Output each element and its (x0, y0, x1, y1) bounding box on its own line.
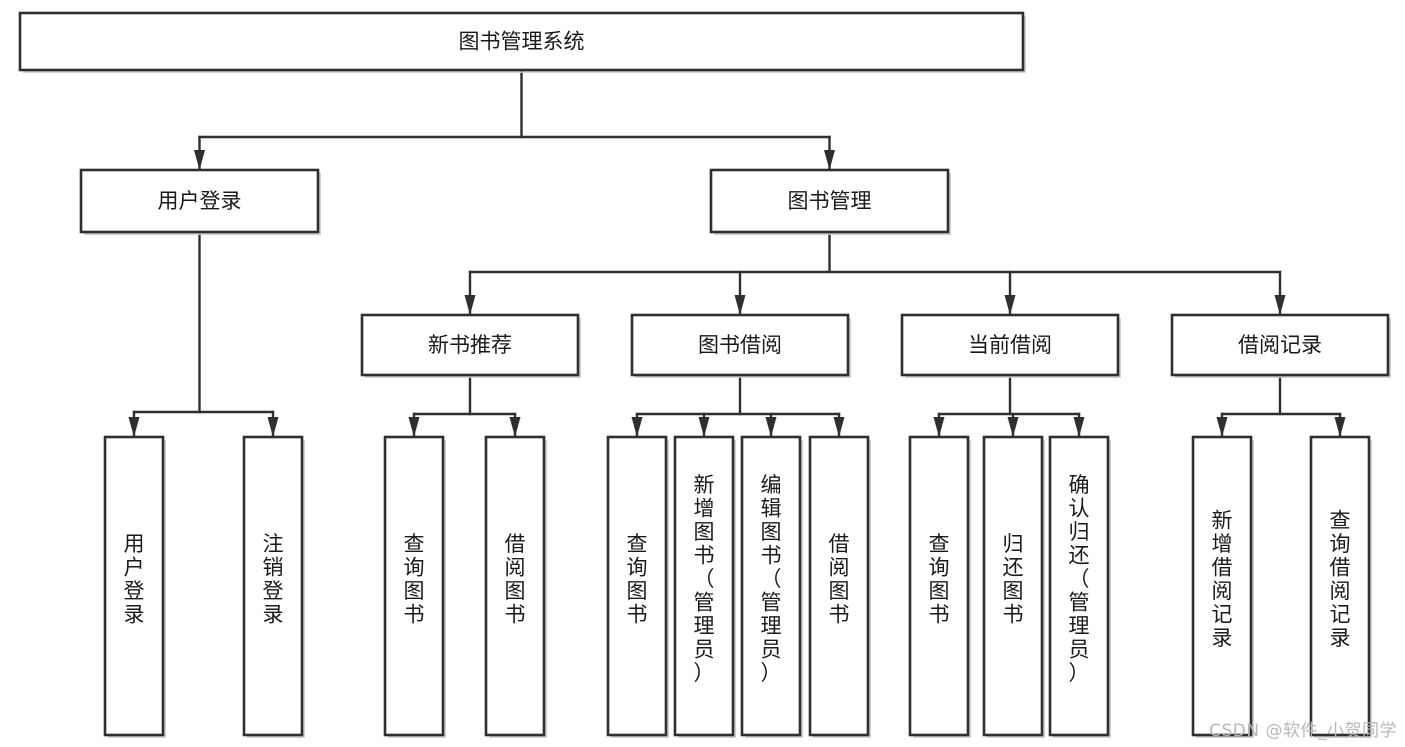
node-box[interactable] (484, 435, 546, 737)
node-box[interactable] (383, 435, 445, 737)
node-label: 归还图书 (1003, 532, 1024, 627)
node-label: 借阅图书 (829, 532, 850, 627)
node-label: 用户登录 (158, 189, 242, 213)
node-level3-1[interactable]: 图书借阅 (630, 313, 851, 378)
node-box[interactable] (606, 435, 668, 737)
node-label: 图书管理 (788, 189, 872, 213)
nodes-layer: 图书管理系统用户登录图书管理新书推荐图书借阅当前借阅借阅记录用户登录注销登录查询… (18, 11, 1391, 738)
node-box[interactable] (1309, 435, 1371, 737)
edge-arrowhead (464, 295, 476, 315)
node-box[interactable] (808, 435, 870, 737)
node-leaf-1[interactable]: 注销登录 (242, 435, 305, 738)
node-box[interactable] (908, 435, 970, 737)
edge-arrowhead (128, 417, 140, 437)
node-level2-0[interactable]: 用户登录 (79, 168, 321, 235)
node-leaf-3[interactable]: 借阅图书 (484, 435, 547, 738)
node-leaf-12[interactable]: 查询借阅记录 (1309, 435, 1372, 738)
node-box[interactable] (1048, 435, 1110, 737)
node-label: 用户登录 (124, 532, 145, 627)
node-root-图书管理系统[interactable]: 图书管理系统 (18, 11, 1026, 73)
edge-arrowhead (933, 417, 945, 437)
node-label: 查询图书 (627, 532, 648, 627)
node-box[interactable] (740, 435, 802, 737)
edge-arrowhead (1216, 417, 1228, 437)
node-box[interactable] (709, 168, 950, 234)
edge-arrowhead (765, 417, 777, 437)
node-box[interactable] (900, 313, 1120, 377)
node-label: 查询图书 (404, 532, 425, 627)
node-level3-0[interactable]: 新书推荐 (360, 313, 581, 378)
node-label: 新增图书（管理员） (694, 473, 715, 685)
edge-arrowhead (833, 417, 845, 437)
node-box[interactable] (242, 435, 304, 737)
node-box[interactable] (18, 11, 1025, 72)
node-leaf-11[interactable]: 新增借阅记录 (1191, 435, 1254, 738)
edge-arrowhead (408, 417, 420, 437)
edge-arrowhead (1334, 417, 1346, 437)
node-box[interactable] (360, 313, 580, 377)
node-label: 借阅图书 (505, 532, 526, 627)
node-label: 查询借阅记录 (1330, 508, 1351, 650)
node-box[interactable] (1170, 313, 1390, 377)
node-level2-1[interactable]: 图书管理 (709, 168, 951, 235)
edge-arrowhead (1007, 417, 1019, 437)
watermark-text: CSDN @软件_小贺同学 (1209, 721, 1397, 741)
node-leaf-5[interactable]: 新增图书（管理员） (673, 435, 736, 738)
node-leaf-4[interactable]: 查询图书 (606, 435, 669, 738)
edge-arrowhead (698, 417, 710, 437)
node-label: 注销登录 (263, 532, 284, 627)
node-box[interactable] (630, 313, 850, 377)
node-label: 当前借阅 (968, 333, 1052, 357)
edge-arrowhead (267, 417, 279, 437)
edge-arrowhead (734, 295, 746, 315)
edge-arrowhead (824, 150, 835, 170)
node-label: 新增借阅记录 (1212, 508, 1233, 650)
edges-layer (128, 68, 1346, 439)
edge-arrowhead (631, 417, 643, 437)
node-box[interactable] (79, 168, 320, 234)
node-leaf-9[interactable]: 归还图书 (982, 435, 1045, 738)
node-box[interactable] (103, 435, 165, 737)
node-label: 图书管理系统 (459, 30, 585, 54)
edge-arrowhead (1073, 417, 1085, 437)
edge-arrowhead (194, 150, 205, 170)
node-label: 查询图书 (929, 532, 950, 627)
node-leaf-7[interactable]: 借阅图书 (808, 435, 871, 738)
node-box[interactable] (1191, 435, 1253, 737)
edge-arrowhead (1274, 295, 1286, 315)
node-leaf-0[interactable]: 用户登录 (103, 435, 166, 738)
node-leaf-2[interactable]: 查询图书 (383, 435, 446, 738)
node-label: 借阅记录 (1238, 333, 1322, 357)
node-label: 图书借阅 (698, 333, 782, 357)
node-leaf-8[interactable]: 查询图书 (908, 435, 971, 738)
node-label: 新书推荐 (428, 333, 512, 357)
node-level3-2[interactable]: 当前借阅 (900, 313, 1121, 378)
node-box[interactable] (982, 435, 1044, 737)
node-box[interactable] (673, 435, 735, 737)
node-leaf-6[interactable]: 编辑图书（管理员） (740, 435, 803, 738)
node-label: 确认归还（管理员） (1069, 473, 1090, 685)
node-label: 编辑图书（管理员） (761, 473, 782, 685)
edge-arrowhead (509, 417, 521, 437)
edge-arrowhead (1004, 295, 1016, 315)
node-leaf-10[interactable]: 确认归还（管理员） (1048, 435, 1111, 738)
node-level3-3[interactable]: 借阅记录 (1170, 313, 1391, 378)
